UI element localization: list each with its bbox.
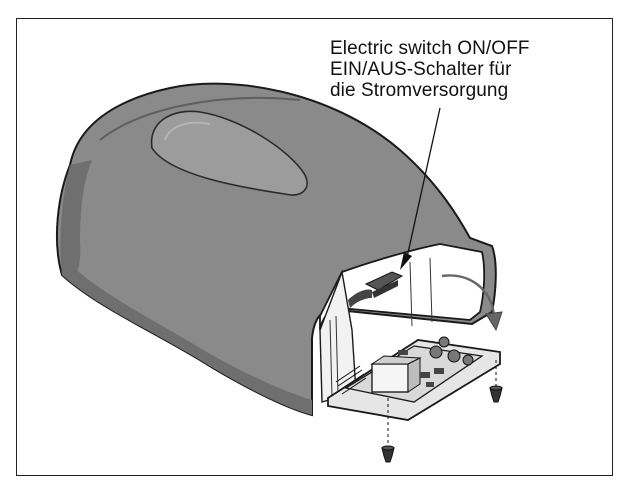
- interior-rail-1: [329, 319, 333, 399]
- housing-rim-shadow: [62, 262, 312, 415]
- callout-leader: [400, 107, 441, 270]
- housing-top-ridge: [99, 97, 301, 141]
- callout-line-english: Electric switch ON/OFF: [330, 38, 530, 59]
- figure-frame: [16, 18, 613, 476]
- interior-rail-4: [429, 257, 433, 323]
- capacitor-1: [429, 345, 443, 359]
- callout-line-german-2: die Stromversorgung: [330, 80, 509, 101]
- screw-icon-2: [489, 360, 503, 403]
- arrow-icon: [441, 274, 503, 332]
- terminal-strip: [335, 365, 367, 395]
- capacitor-2: [447, 349, 461, 363]
- capacitor-4: [438, 336, 450, 348]
- housing-raised-panel: [150, 110, 308, 196]
- interior-rail-3: [409, 261, 413, 327]
- housing-cover: [55, 82, 497, 417]
- transformer: [371, 363, 409, 393]
- callout-line-german-1: EIN/AUS-Schalter für: [330, 59, 512, 80]
- capacitor-3: [462, 354, 474, 366]
- interior-rail-2: [335, 315, 339, 396]
- panel-highlight: [164, 121, 211, 141]
- electric-switch: [348, 271, 404, 308]
- housing-interior: [319, 243, 486, 403]
- screw-icon: [381, 398, 395, 463]
- housing-side-shadow: [60, 160, 92, 279]
- cover-plate-assembly: [327, 336, 501, 421]
- switch-callout-label: Electric switch ON/OFF EIN/AUS-Schalter …: [330, 38, 530, 101]
- board-components: [398, 350, 444, 387]
